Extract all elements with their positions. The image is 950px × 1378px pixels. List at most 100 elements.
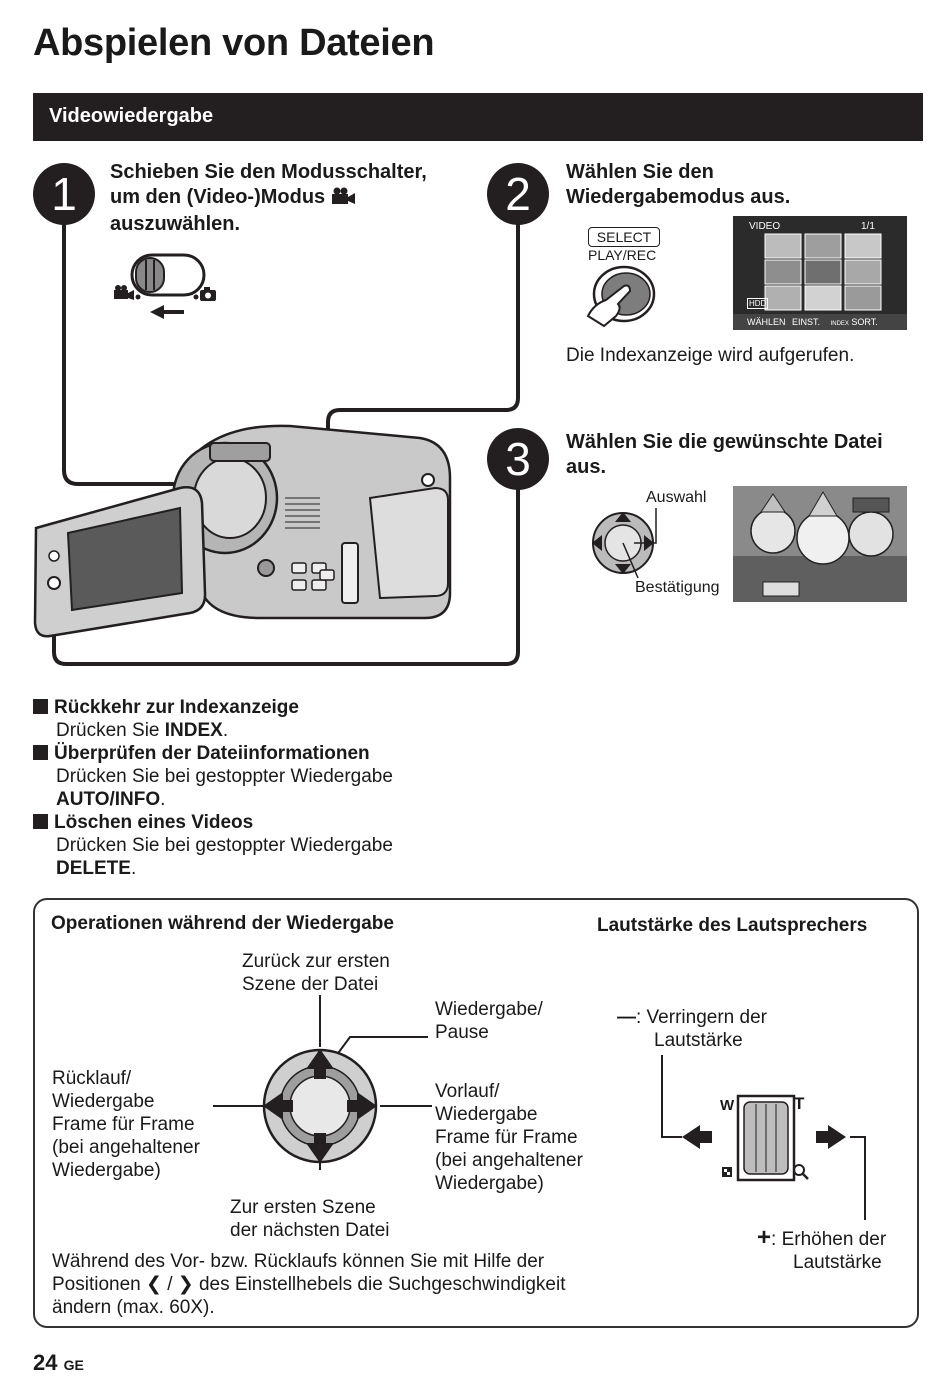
op-left-label: Rücklauf/ Wiedergabe Frame für Frame (be… <box>52 1067 200 1182</box>
step3-dpad-icon <box>592 508 657 579</box>
press-button-hand-icon <box>586 265 656 328</box>
bullet-list: Rückkehr zur Indexanzeige Drücken Sie IN… <box>33 696 393 880</box>
op-down-label: Zur ersten Szene der nächsten Datei <box>230 1196 390 1242</box>
op-right-line: (bei angehaltener <box>435 1150 583 1171</box>
label-confirm: Bestätigung <box>635 579 720 596</box>
bullet-text: Drücken Sie <box>56 720 165 741</box>
op-center-line: Pause <box>435 1022 489 1043</box>
bullet-key: DELETE <box>56 858 131 879</box>
bullet-tail: . <box>160 789 166 810</box>
zoom-lever-icon <box>661 1055 866 1220</box>
op-right-line: Vorlauf/ <box>435 1081 500 1102</box>
operations-note-line: Positionen <box>52 1274 141 1295</box>
op-right-line: Wiedergabe) <box>435 1173 544 1194</box>
volume-title: Lautstärke des Lautsprechers <box>597 915 868 936</box>
op-left-line: Rücklauf/ <box>52 1068 132 1089</box>
volume-plus-line: : Erhöhen der <box>771 1229 887 1250</box>
step-3-number: 3 <box>487 428 549 490</box>
step-1-title-line: auszuwählen. <box>110 213 241 235</box>
bullet-heading: Löschen eines Videos <box>54 812 254 833</box>
bullet-text: Drücken Sie bei gestoppter Wiedergabe <box>56 766 393 787</box>
screen-footer-set: EINST. <box>792 317 821 327</box>
volume-plus-line: Lautstärke <box>793 1252 882 1273</box>
op-up-line: Zurück zur ersten <box>242 951 390 972</box>
step-2-title-line: Wiedergabemodus aus. <box>566 186 791 208</box>
screen-footer-sort: SORT. <box>851 317 878 327</box>
select-button-label: SELECT <box>588 227 660 247</box>
op-right-line: Wiedergabe <box>435 1104 538 1125</box>
section-title: Videowiedergabe <box>49 105 214 127</box>
screen-footer-select: WÄHLEN <box>747 317 786 327</box>
step-1-title-line: Schieben Sie den Modusschalter, <box>110 161 427 183</box>
operations-box <box>33 898 919 1328</box>
bullet-item: Löschen eines Videos Drücken Sie bei ges… <box>33 811 393 880</box>
op-down-line: Zur ersten Szene <box>230 1197 376 1218</box>
op-up-line: Szene der Datei <box>242 974 379 995</box>
volume-minus-label: —: Verringern der Lautstärke <box>617 1006 767 1052</box>
step-1-title-line: um den (Video-)Modus <box>110 186 326 208</box>
page-number-value: 24 <box>33 1350 58 1375</box>
page-title: Abspielen von Dateien <box>33 22 435 64</box>
square-bullet-icon <box>33 745 48 760</box>
bullet-tail: . <box>222 720 229 741</box>
chevron-left-right-icon: ❮ / ❯ <box>146 1274 194 1295</box>
operations-note-line: des Einstellhebels die Suchgeschwindigke… <box>198 1274 566 1295</box>
step-1-number: 1 <box>33 163 95 225</box>
video-mode-icon <box>331 187 357 212</box>
plus-icon: + <box>757 1224 772 1251</box>
bullet-tail: . <box>130 858 137 879</box>
zoom-t-label: T <box>794 1094 805 1113</box>
bullet-heading: Rückkehr zur Indexanzeige <box>54 697 299 718</box>
op-left-line: Wiedergabe <box>52 1091 155 1112</box>
square-bullet-icon <box>33 814 48 829</box>
op-center-label: Wiedergabe/ Pause <box>435 998 543 1044</box>
step-1-title: Schieben Sie den Modusschalter, um den (… <box>110 160 427 237</box>
playrec-label: PLAY/REC <box>588 247 657 263</box>
page-language-code: GE <box>63 1357 84 1373</box>
bullet-item: Überprüfen der Dateiinformationen Drücke… <box>33 742 393 811</box>
screen-hdd-badge: HDD <box>747 298 769 309</box>
volume-plus-label: +: Erhöhen der Lautstärke <box>757 1226 886 1274</box>
op-left-line: (bei angehaltener <box>52 1137 200 1158</box>
operations-note-line: ändern (max. 60X). <box>52 1297 215 1318</box>
section-header: Videowiedergabe <box>33 93 923 141</box>
page-number: 24 GE <box>33 1350 84 1376</box>
square-bullet-icon <box>33 699 48 714</box>
step-2-title-line: Wählen Sie den <box>566 161 714 183</box>
step-2-note: Die Indexanzeige wird aufgerufen. <box>566 345 855 366</box>
step-3-title-line: aus. <box>566 456 607 478</box>
step-3-title-line: Wählen Sie die gewünschte Datei <box>566 431 883 453</box>
op-down-line: der nächsten Datei <box>230 1220 390 1241</box>
volume-minus-line: : Verringern der <box>636 1007 767 1028</box>
operations-note: Während des Vor- bzw. Rücklaufs können S… <box>52 1250 566 1319</box>
minus-icon: — <box>617 1007 636 1028</box>
operations-note-line: Während des Vor- bzw. Rücklaufs können S… <box>52 1251 545 1272</box>
bullet-heading: Überprüfen der Dateiinformationen <box>54 743 370 764</box>
index-screen-thumbnail: VIDEO 1/1 HDD WÄHLEN EINST. INDEX SORT. <box>733 216 907 330</box>
volume-minus-line: Lautstärke <box>654 1030 743 1051</box>
op-left-line: Frame für Frame <box>52 1114 195 1135</box>
op-left-line: Wiedergabe) <box>52 1160 161 1181</box>
screen-mode-label: VIDEO <box>749 221 781 232</box>
step-2-number: 2 <box>487 163 549 225</box>
zoom-w-label: W <box>720 1097 735 1114</box>
op-right-line: Frame für Frame <box>435 1127 578 1148</box>
thumbnail-grid <box>764 233 882 311</box>
bullet-key: AUTO/INFO <box>56 789 161 810</box>
connector-lines <box>52 200 520 666</box>
bullet-text: Drücken Sie bei gestoppter Wiedergabe <box>56 835 393 856</box>
op-center-line: Wiedergabe/ <box>435 999 543 1020</box>
screen-footer: WÄHLEN EINST. INDEX SORT. <box>733 314 907 330</box>
selected-video-preview <box>733 486 907 602</box>
op-up-label: Zurück zur ersten Szene der Datei <box>242 950 390 996</box>
bullet-key: INDEX <box>164 720 223 741</box>
mode-switch-illustration <box>114 253 216 319</box>
screen-footer-index: INDEX <box>830 321 849 327</box>
screen-page-label: 1/1 <box>861 221 875 232</box>
camcorder-illustration <box>33 424 452 638</box>
op-right-label: Vorlauf/ Wiedergabe Frame für Frame (bei… <box>435 1080 583 1195</box>
operations-title: Operationen während der Wiedergabe <box>51 913 394 934</box>
bullet-item: Rückkehr zur Indexanzeige Drücken Sie IN… <box>33 696 393 742</box>
label-select: Auswahl <box>646 489 707 506</box>
operations-dpad-icon <box>213 995 432 1170</box>
